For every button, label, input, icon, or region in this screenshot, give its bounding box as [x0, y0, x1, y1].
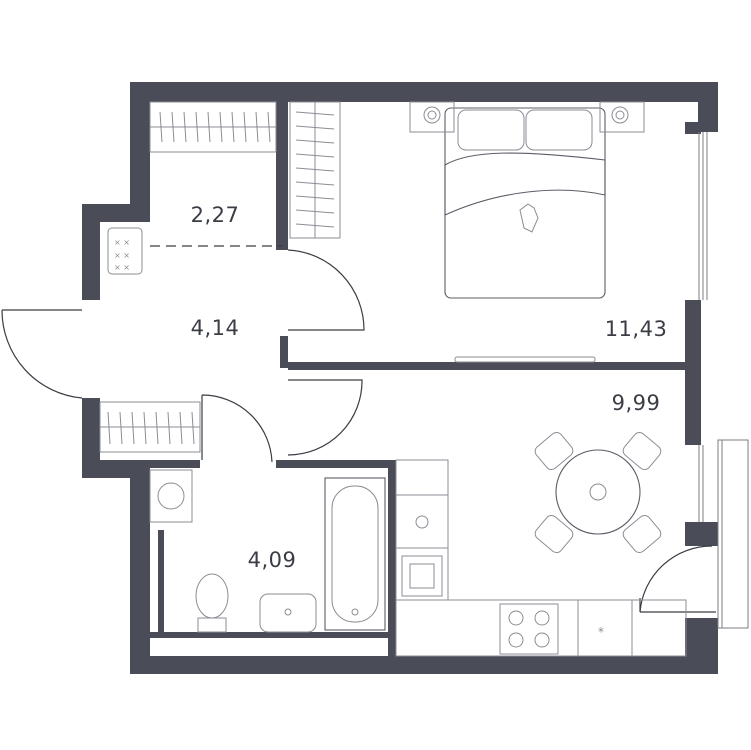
wall-bath-right [388, 460, 396, 660]
wall-right-mid [685, 300, 701, 445]
wall-left-upper [130, 82, 150, 222]
area-labels: 2,27 4,14 11,43 9,99 4,09 [191, 203, 668, 572]
wall-right-top-inner [685, 122, 701, 134]
nightstand-right-icon [599, 101, 645, 133]
electrical-panel-icon: × × × × × × [107, 227, 143, 275]
wall-hall-stub [280, 336, 288, 368]
wall-right-lower [685, 522, 718, 546]
wall-bottom [130, 656, 718, 674]
wall-top [130, 82, 718, 102]
hall-closet [99, 401, 201, 453]
wall-left-entry-upper [82, 204, 100, 300]
bathtub [324, 477, 386, 631]
walls [82, 82, 718, 674]
bathroom-door [201, 394, 273, 463]
svg-text:× ×: × × [114, 238, 130, 247]
dining-table [534, 431, 662, 554]
toilet-icon [195, 573, 229, 633]
wall-bath-bottom [150, 632, 390, 638]
wall-bath-top [276, 460, 396, 468]
svg-text:× ×: × × [114, 263, 130, 272]
kitchen-counter: * [395, 459, 687, 657]
area-label-wardrobe: 2,27 [191, 203, 240, 227]
wall-left-lower [130, 460, 150, 674]
wardrobe-rack [149, 101, 282, 247]
area-label-bathroom: 4,09 [248, 548, 297, 572]
windows [698, 132, 749, 629]
washing-machine-icon [149, 469, 193, 523]
area-label-bedroom: 11,43 [605, 317, 668, 341]
bed [444, 107, 606, 299]
wall-bath-top-left [150, 460, 200, 468]
tv-icon [454, 356, 596, 363]
bedroom-door [287, 249, 365, 331]
entry-door [1, 309, 83, 399]
area-label-hallway: 4,14 [191, 316, 240, 340]
sink-icon [259, 593, 317, 633]
wall-right-bottom [685, 618, 718, 674]
area-label-kitchen: 9,99 [612, 391, 661, 415]
wall-right-top [698, 82, 718, 132]
wall-bedroom-kitchen [288, 362, 686, 370]
kitchen-door [287, 379, 363, 456]
bedroom-closet [289, 101, 341, 239]
wall-bath-inner-left [158, 530, 164, 634]
svg-text:*: * [598, 625, 604, 639]
nightstand-left-icon [409, 101, 455, 133]
wall-left-entry-lower [82, 398, 100, 478]
wall-wardrobe-bedroom [276, 102, 288, 250]
balcony-door [639, 545, 716, 613]
svg-text:× ×: × × [114, 251, 130, 260]
